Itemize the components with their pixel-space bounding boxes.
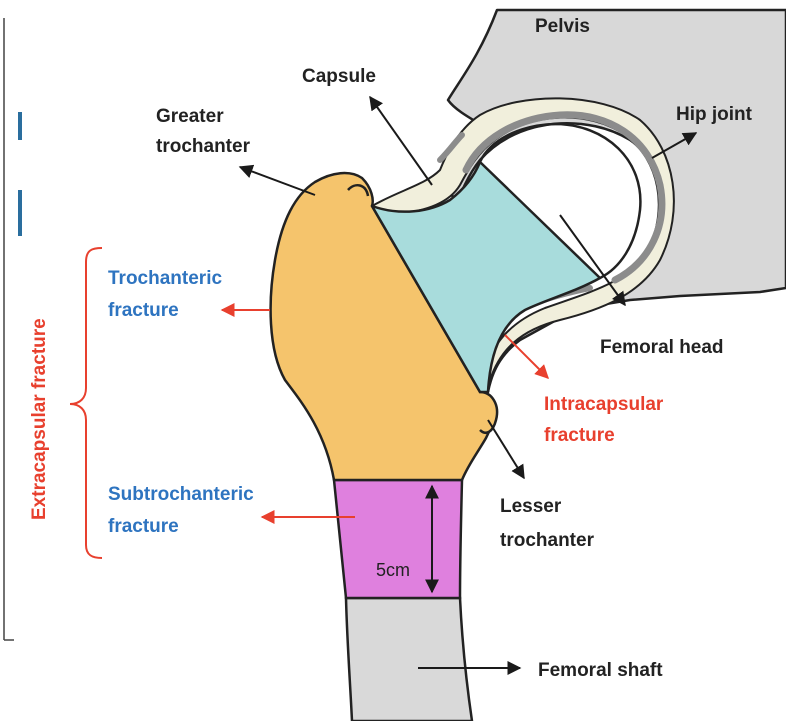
label-intracapsular-fracture-line1: Intracapsular xyxy=(544,394,664,415)
label-greater-trochanter-line2: trochanter xyxy=(156,136,251,157)
label-intracapsular-fracture-line2: fracture xyxy=(544,425,615,446)
label-pelvis: Pelvis xyxy=(535,16,590,37)
label-femoral-shaft: Femoral shaft xyxy=(538,660,663,681)
label-lesser-trochanter-line2: trochanter xyxy=(500,530,595,551)
page-edge-mark xyxy=(18,190,22,236)
capsule-arrow xyxy=(370,97,432,185)
label-lesser-trochanter-line1: Lesser xyxy=(500,496,562,517)
label-femoral-head: Femoral head xyxy=(600,337,724,358)
femoral-shaft-region xyxy=(346,598,472,721)
label-trochanteric-fracture-line1: Trochanteric xyxy=(108,268,222,289)
lesser-trochanter-bump xyxy=(480,392,497,433)
label-measurement: 5cm xyxy=(376,560,410,580)
label-extracapsular-fracture: Extracapsular fracture xyxy=(29,318,50,520)
page-edge-mark xyxy=(18,112,22,140)
greater-trochanter-arrow xyxy=(240,167,315,195)
label-trochanteric-fracture-line2: fracture xyxy=(108,300,179,321)
extracapsular-bracket xyxy=(70,248,102,558)
lesser-trochanter-arrow xyxy=(488,420,524,478)
label-subtrochanteric-fracture-line1: Subtrochanteric xyxy=(108,484,254,505)
subtrochanteric-region xyxy=(334,480,462,598)
label-capsule: Capsule xyxy=(302,66,376,87)
label-hip-joint: Hip joint xyxy=(676,104,753,125)
label-greater-trochanter-line1: Greater xyxy=(156,106,224,127)
intracapsular-fracture-arrow xyxy=(505,335,548,378)
label-subtrochanteric-fracture-line2: fracture xyxy=(108,516,179,537)
